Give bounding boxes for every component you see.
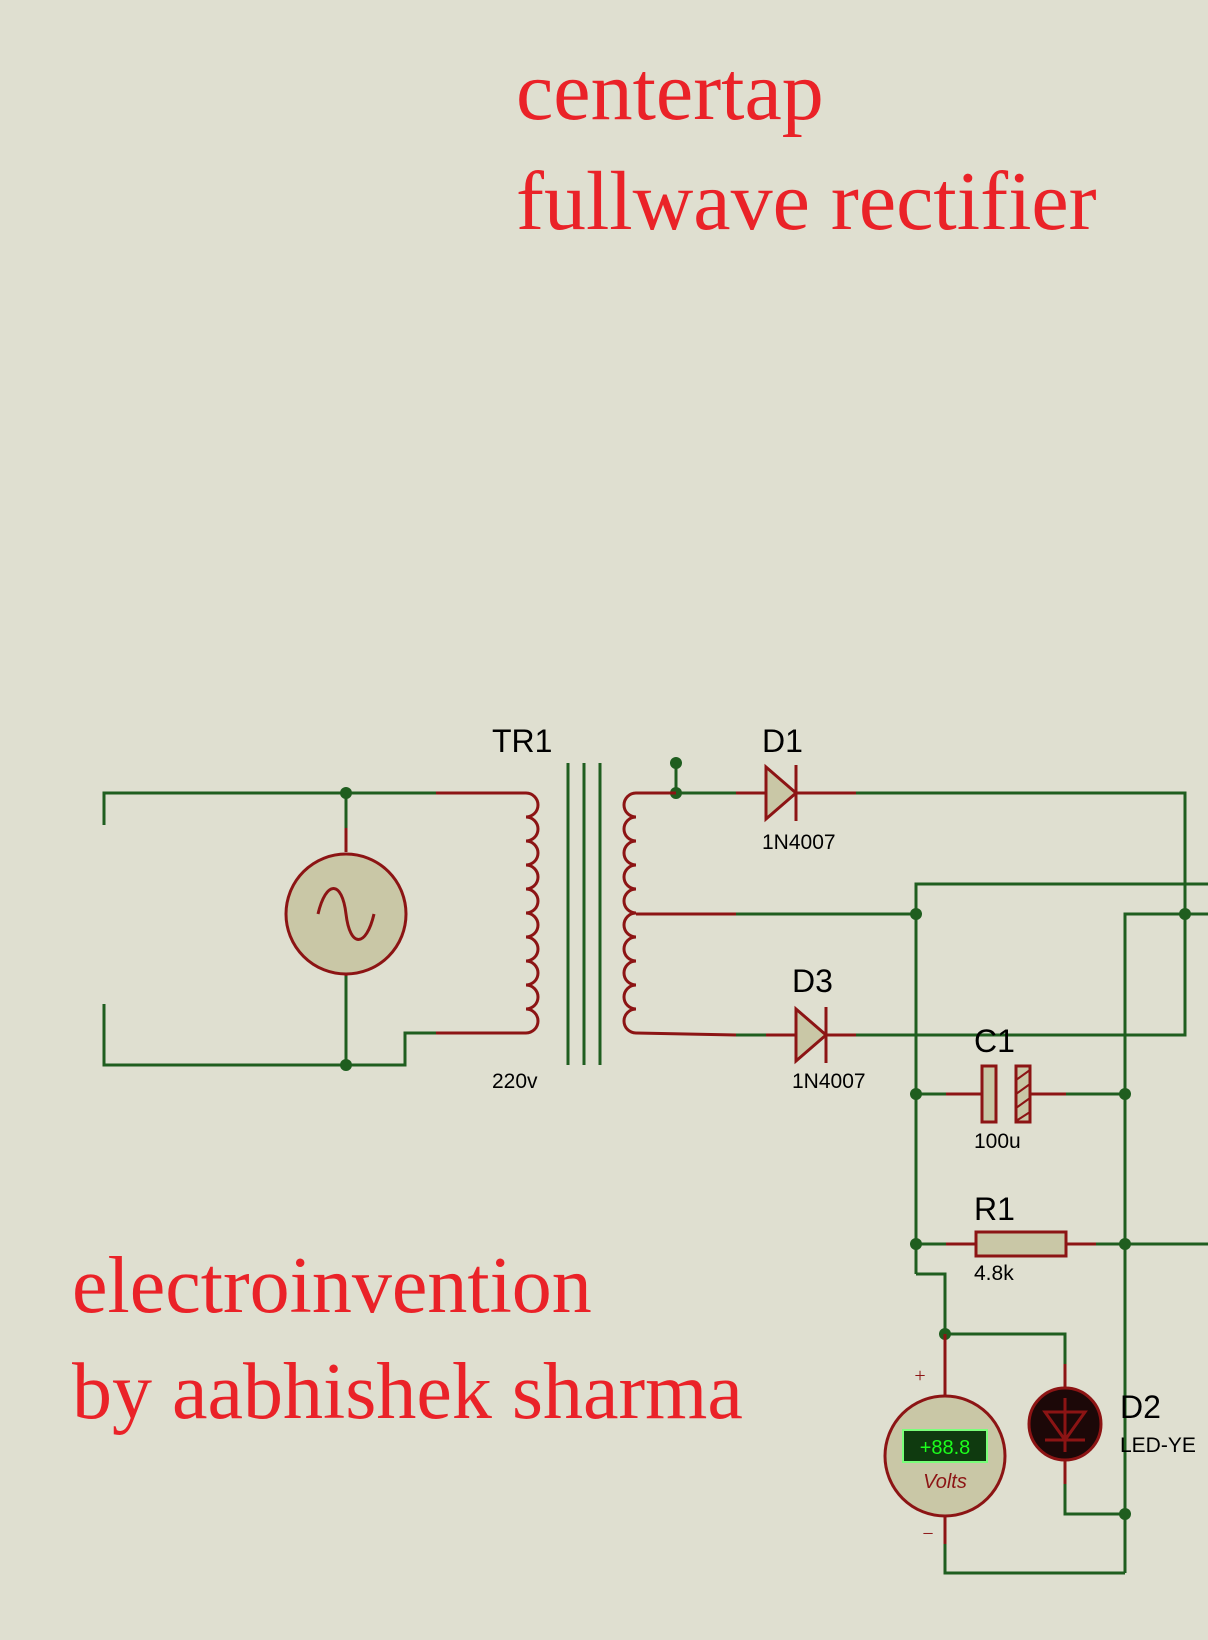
sine-wave-icon <box>316 887 376 941</box>
title-line-1: centertap <box>516 45 824 138</box>
title-line-2: fullwave rectifier <box>516 155 1097 248</box>
diode-d1: D1 1N4007 <box>736 723 856 854</box>
transformer-value-label: 220v <box>492 1070 538 1093</box>
resistor-value-label: 4.8k <box>974 1262 1014 1285</box>
led-value-label: LED-YE <box>1120 1434 1196 1457</box>
diode-d1-ref-label: D1 <box>762 723 803 759</box>
diode-d3-ref-label: D3 <box>792 963 833 999</box>
credit-line-2: by aabhishek sharma <box>72 1348 743 1436</box>
ac-source <box>284 828 408 976</box>
credit-line-1: electroinvention <box>72 1242 592 1330</box>
voltmeter-reading: +88.8 <box>920 1437 971 1459</box>
voltmeter-minus-label: − <box>922 1523 933 1545</box>
capacitor-ref-label: C1 <box>974 1023 1015 1059</box>
voltmeter-display <box>902 1429 988 1463</box>
voltmeter-plus-label: + <box>914 1365 925 1387</box>
voltmeter-unit: Volts <box>923 1471 967 1493</box>
resistor-r1: R1 4.8k <box>946 1191 1096 1285</box>
diode-d1-value-label: 1N4007 <box>762 831 836 854</box>
transformer-tr1: TR1 220v <box>436 723 737 1093</box>
diode-d3-value-label: 1N4007 <box>792 1070 866 1093</box>
transformer-ref-label: TR1 <box>492 723 552 759</box>
led-d2: D2 LED-YE <box>1027 1364 1196 1484</box>
voltmeter: +88.8 Volts + − <box>883 1334 1007 1545</box>
capacitor-c1: C1 100u <box>946 1023 1066 1153</box>
diode-d3: D3 1N4007 <box>766 963 866 1093</box>
resistor-ref-label: R1 <box>974 1191 1015 1227</box>
capacitor-value-label: 100u <box>974 1130 1021 1153</box>
led-ref-label: D2 <box>1120 1389 1161 1425</box>
